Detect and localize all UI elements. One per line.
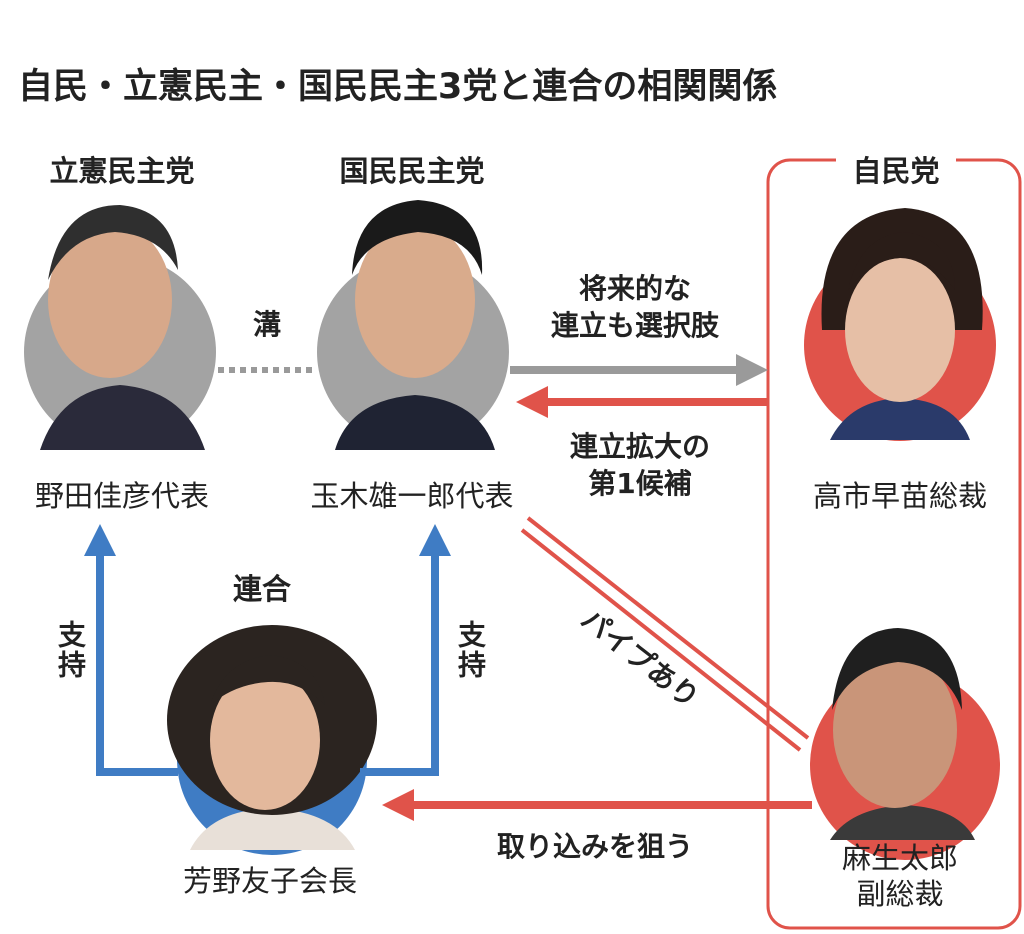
label-gap: 溝 <box>252 308 282 341</box>
label-first-line1: 連立拡大の <box>569 430 711 463</box>
tamaki-photo <box>335 200 495 450</box>
takaichi-photo <box>821 208 983 440</box>
aso-photo <box>830 628 975 840</box>
name-tamaki: 玉木雄一郎代表 <box>310 479 514 513</box>
party-ldp: 自民党 <box>852 154 940 188</box>
party-cdp: 立憲民主党 <box>49 154 195 188</box>
name-yoshino: 芳野友子会長 <box>182 864 358 898</box>
label-first-line2: 第1候補 <box>588 467 692 500</box>
label-future-coalition: 将来的な 連立も選択肢 <box>551 270 719 344</box>
name-aso-line2: 副総裁 <box>856 877 944 911</box>
name-aso: 麻生太郎 副総裁 <box>842 840 958 912</box>
noda-photo <box>40 205 205 450</box>
pipe-double-line <box>520 516 810 752</box>
label-capture: 取り込みを狙う <box>496 830 694 863</box>
name-takaichi: 高市早苗総裁 <box>812 479 988 513</box>
page-title: 自民・立憲民主・国民民主3党と連合の相関関係 <box>18 67 778 107</box>
label-future-line2: 連立も選択肢 <box>550 309 720 342</box>
label-first-candidate: 連立拡大の 第1候補 <box>570 428 710 502</box>
support-right-arrow <box>360 524 451 776</box>
label-support-right: 支持 <box>454 620 487 680</box>
name-noda: 野田佳彦代表 <box>34 479 210 513</box>
label-future-line1: 将来的な <box>578 272 692 305</box>
party-rengo: 連合 <box>232 572 292 606</box>
party-dpfp: 国民民主党 <box>339 154 485 188</box>
support-left-arrow <box>84 524 178 776</box>
name-aso-line1: 麻生太郎 <box>841 841 959 875</box>
label-support-left: 支持 <box>54 620 87 680</box>
yoshino-photo <box>167 625 377 850</box>
